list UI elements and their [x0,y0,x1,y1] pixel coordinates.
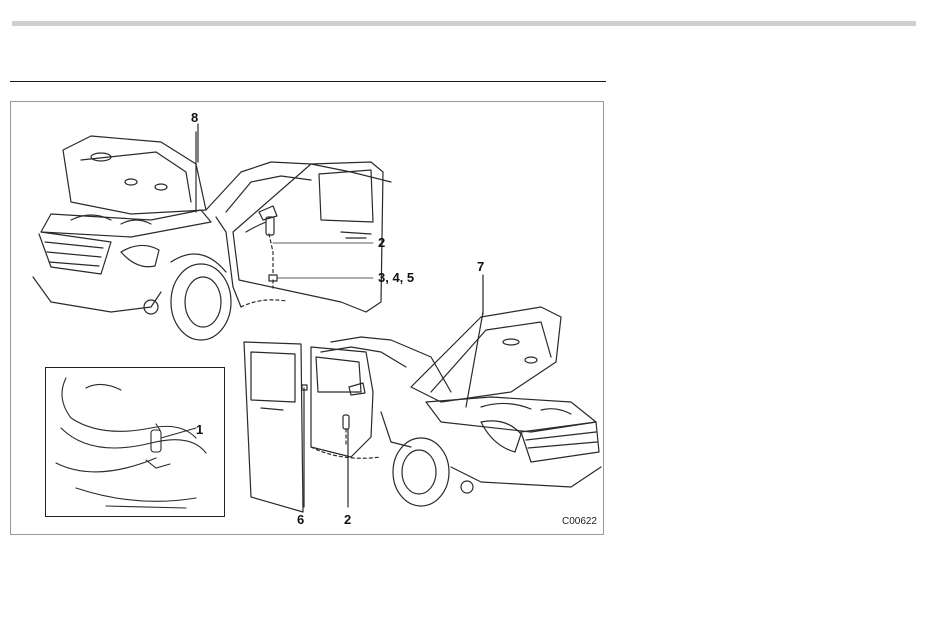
seat-detail-inset [45,367,225,517]
vehicle-label-location-figure: 8 2 3, 4, 5 7 1 6 2 C00622 [10,101,604,535]
lower-vehicle-drawing [244,307,601,512]
figure-code: C00622 [562,516,597,527]
callout-8: 8 [191,111,198,124]
callout-3-4-5: 3, 4, 5 [378,271,414,284]
callout-2-lower: 2 [344,513,351,526]
callout-6: 6 [297,513,304,526]
callout-2-upper: 2 [378,236,385,249]
callout-7: 7 [477,260,484,273]
header-rule [12,21,916,26]
callout-1: 1 [196,423,203,436]
section-divider [10,81,606,82]
upper-vehicle-drawing [33,132,391,340]
seat-detail-drawing [46,368,223,515]
